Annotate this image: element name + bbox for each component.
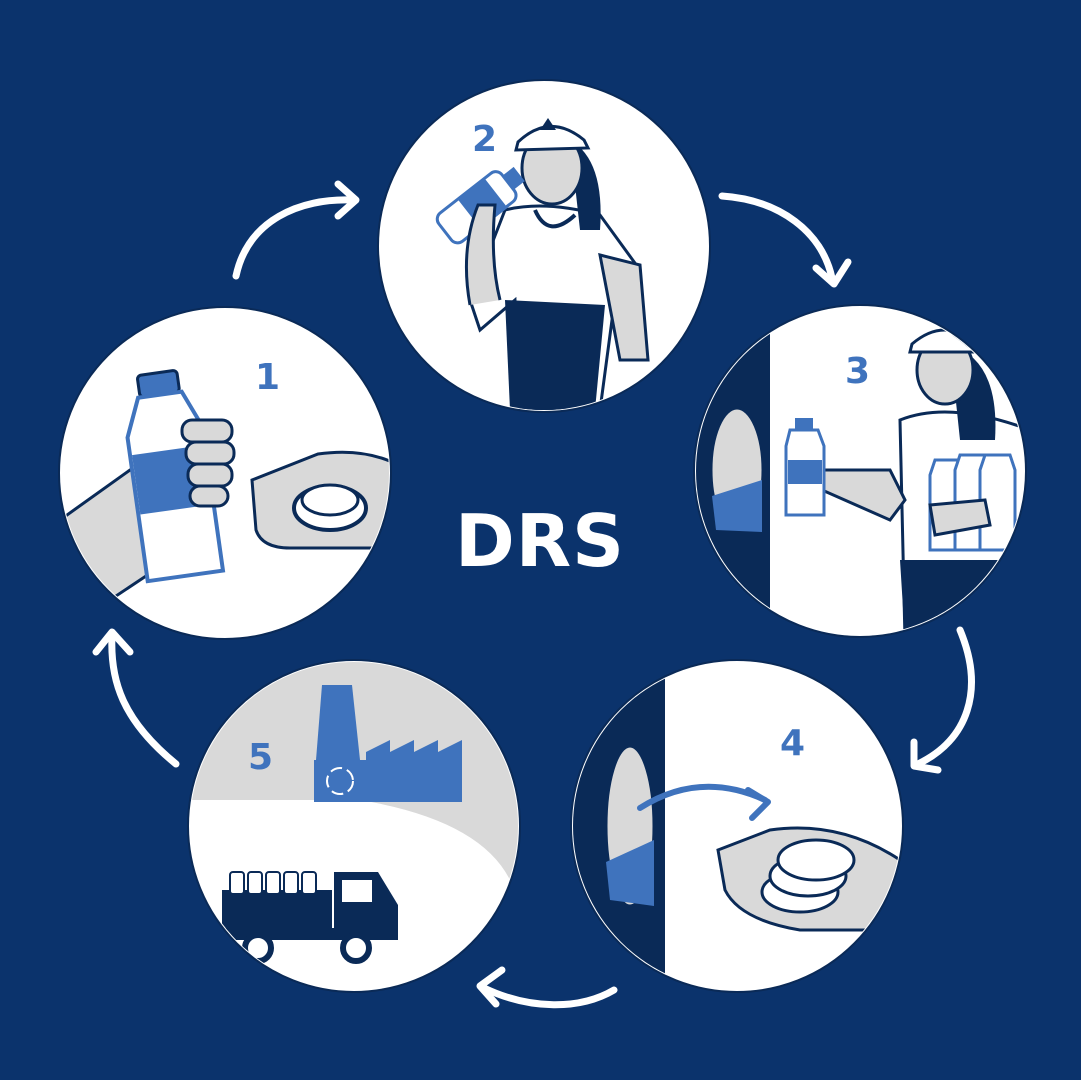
- head-icon: [908, 328, 996, 440]
- fist-icon: [180, 418, 236, 508]
- step-4-circle: [570, 659, 904, 993]
- step-2-number: 2: [472, 119, 498, 160]
- arrow-5-to-1-icon: [108, 632, 180, 768]
- arrow-4-to-5-icon: [480, 984, 618, 1009]
- arrow-3-to-4-icon: [914, 626, 975, 768]
- step-5-circle: [187, 659, 521, 993]
- step-5-number: 5: [248, 737, 274, 778]
- cycle-arrows: [108, 192, 975, 1009]
- step-1-number: 1: [255, 357, 281, 398]
- step-1-circle: [58, 306, 392, 640]
- head-icon: [514, 118, 601, 230]
- factory-icon: [314, 685, 462, 802]
- arrow-1-to-2-icon: [232, 196, 356, 280]
- truck-icon: [215, 871, 398, 964]
- coins-icon: [760, 838, 856, 914]
- step-3-number: 3: [845, 351, 871, 392]
- coin-icon: [292, 483, 368, 532]
- step-4-number: 4: [780, 723, 806, 764]
- recycle-icon: [326, 767, 354, 795]
- diagram-title: DRS: [454, 499, 626, 583]
- road-icon: [360, 800, 518, 880]
- arrow-2-to-3-icon: [718, 192, 836, 282]
- bottle-icon: [784, 418, 826, 517]
- step-2-circle: [377, 79, 711, 413]
